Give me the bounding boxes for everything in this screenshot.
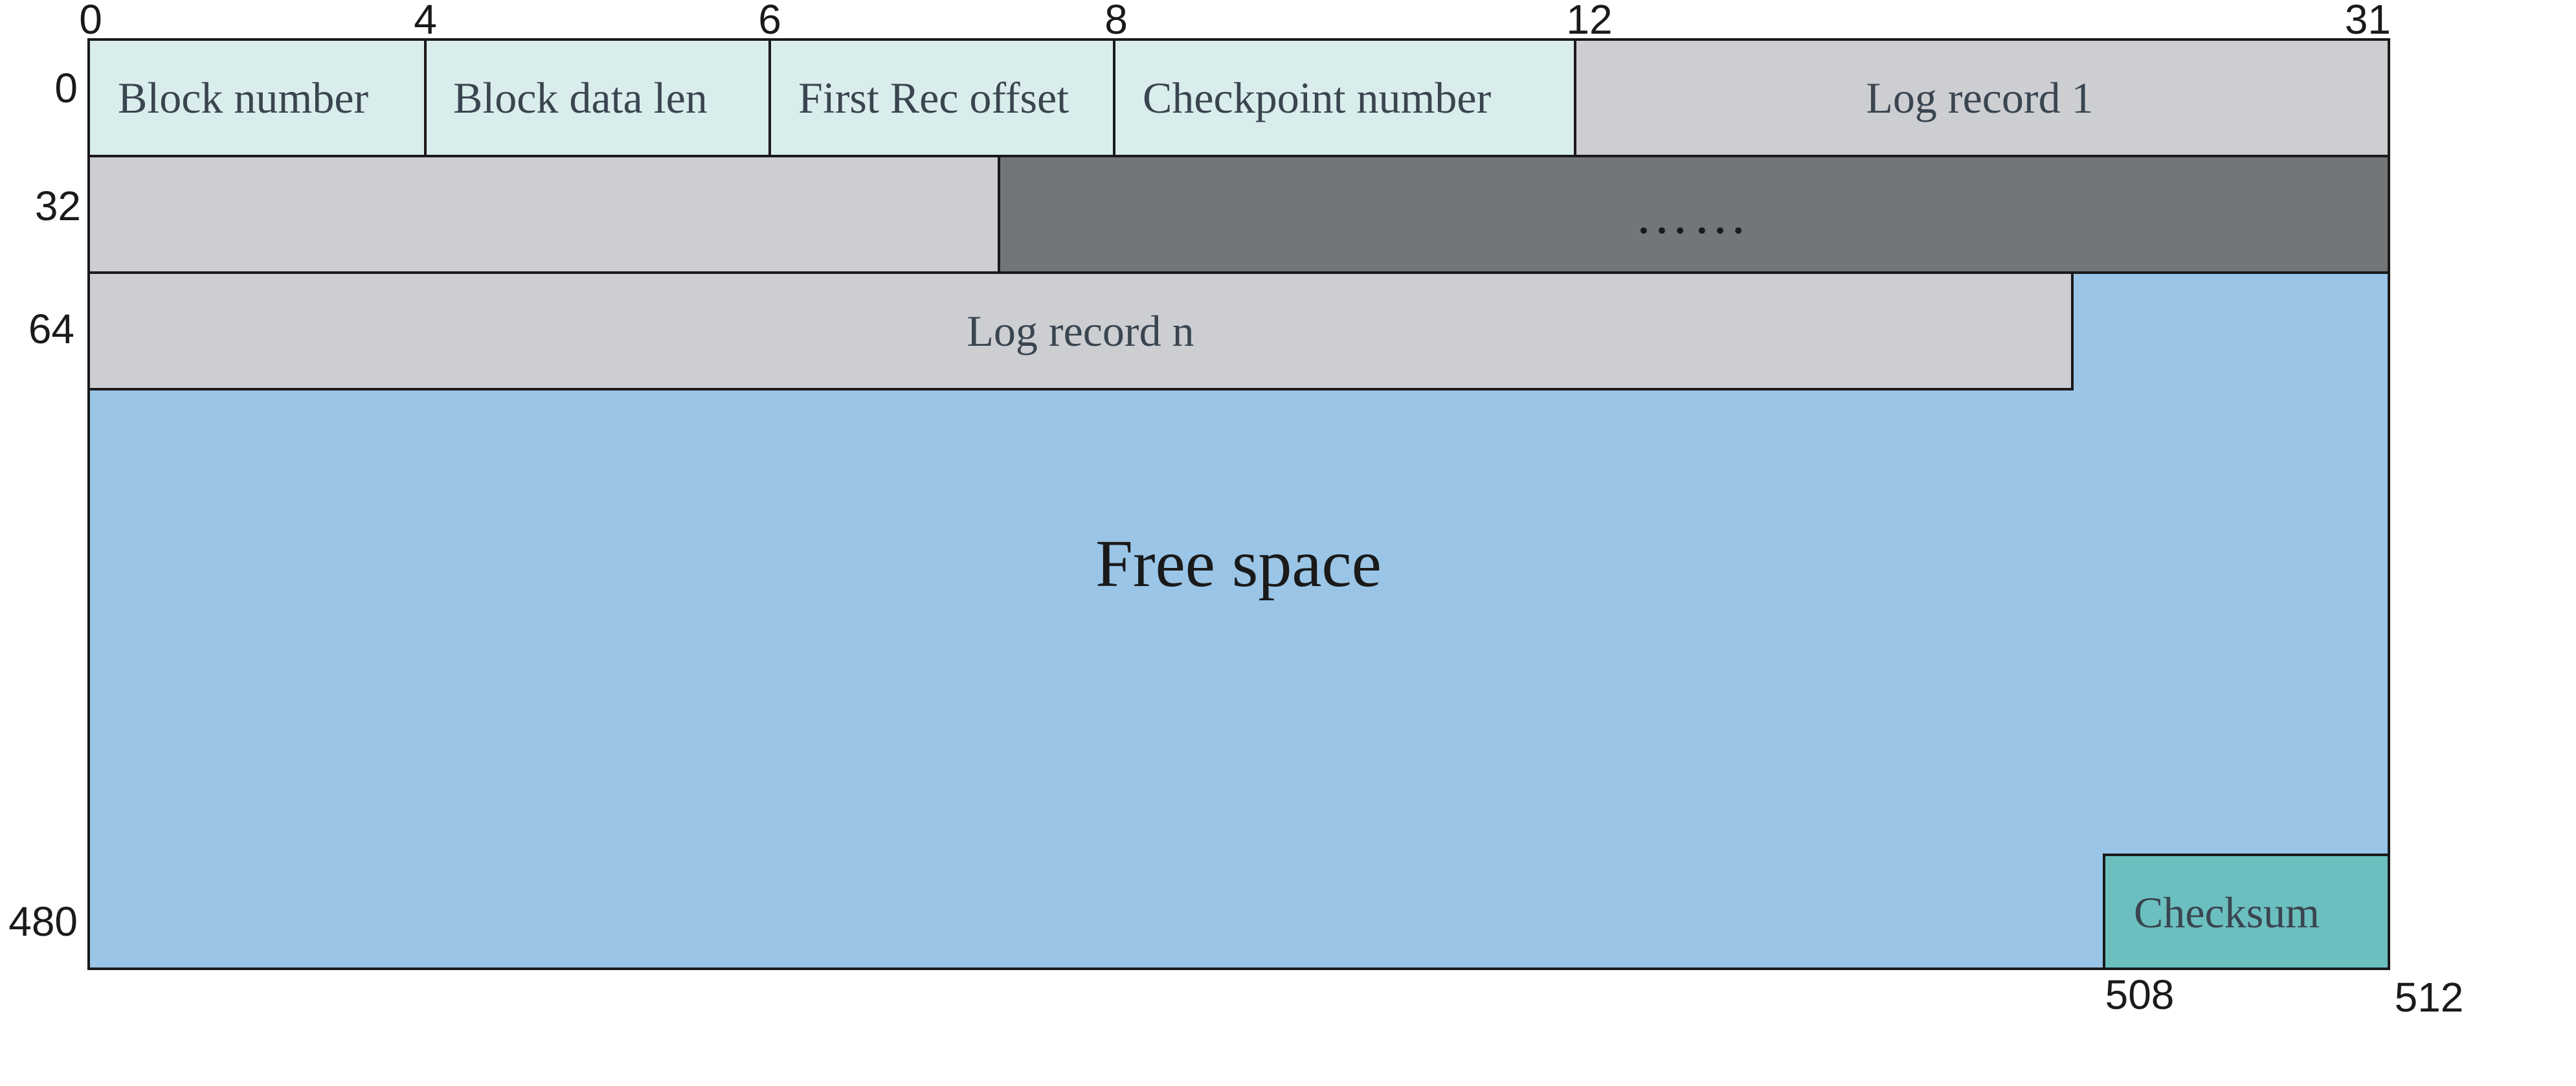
log-record-1-tail xyxy=(87,155,1000,274)
first-rec-offset-label: First Rec offset xyxy=(798,73,1069,122)
free-space-label: Free space xyxy=(1095,526,1382,601)
block-data-len-label: Block data len xyxy=(453,73,708,122)
row-offset: 32 xyxy=(35,183,81,229)
top-tick: 31 xyxy=(2345,0,2391,43)
checksum-label: Checksum xyxy=(2134,888,2320,937)
checkpoint-number-label: Checkpoint number xyxy=(1143,73,1492,122)
log-record-n-field xyxy=(87,271,2074,390)
top-tick: 0 xyxy=(79,0,102,43)
row-offset: 480 xyxy=(8,898,78,945)
bottom-tick: 508 xyxy=(2105,971,2175,1018)
log-record-n-label: Log record n xyxy=(967,306,1194,356)
log-record-1-head xyxy=(1574,38,2390,157)
row-offset: 64 xyxy=(28,306,74,352)
bottom-tick: 512 xyxy=(2395,974,2464,1021)
top-tick: 12 xyxy=(1566,0,1612,43)
first-rec-offset-field xyxy=(768,38,1115,157)
block-number-field xyxy=(87,38,427,157)
top-tick: 8 xyxy=(1104,0,1128,43)
top-tick: 4 xyxy=(414,0,437,43)
log-record-1-label: Log record 1 xyxy=(1866,73,2093,122)
checksum-field xyxy=(2103,854,2390,970)
ellipsis-label: …… xyxy=(1635,185,1751,245)
top-tick: 6 xyxy=(758,0,781,43)
block-number-label: Block number xyxy=(118,73,369,122)
row-offset: 0 xyxy=(54,65,78,111)
block-data-len-field xyxy=(424,38,771,157)
